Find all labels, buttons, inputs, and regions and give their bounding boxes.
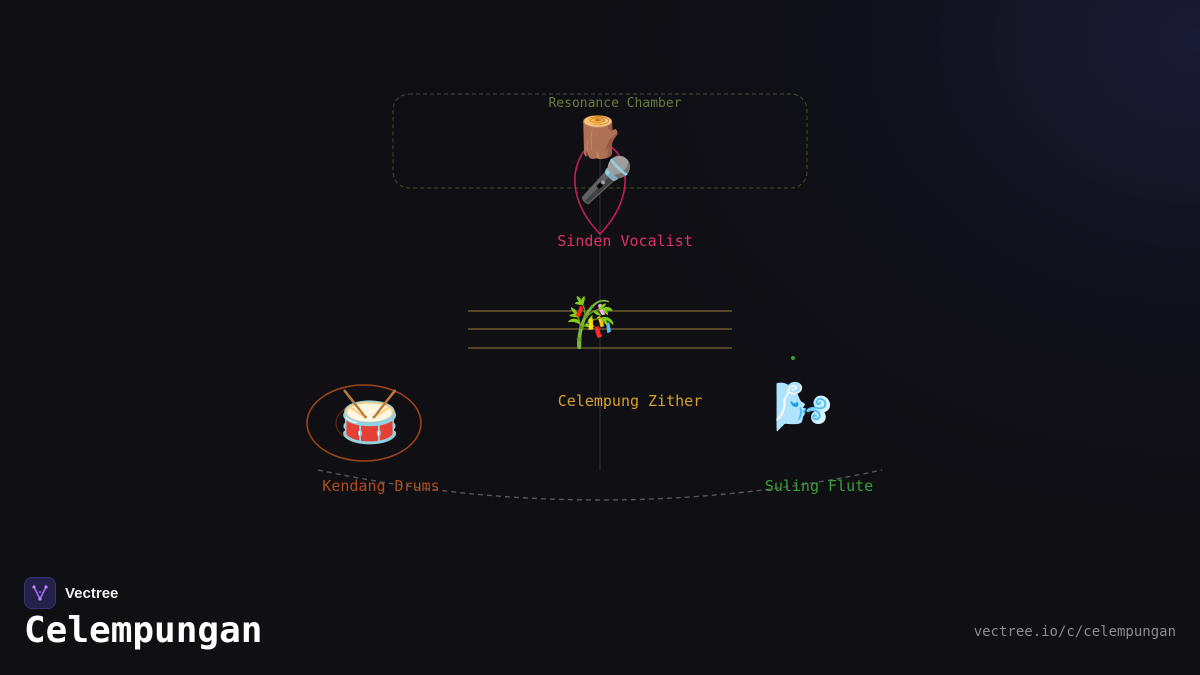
kendang-inner-ring	[335, 403, 393, 443]
kendang-outer-ring	[306, 384, 422, 462]
wind-icon: 🌬️	[773, 379, 833, 435]
sinden-teardrop	[574, 143, 626, 236]
wood-log-icon: 🪵	[574, 115, 624, 161]
vectree-logo-icon	[24, 577, 56, 609]
celempung-zither-label: Celempung Zither	[557, 392, 703, 410]
brand[interactable]: Vectree	[24, 577, 118, 609]
suling-flute-label: Suling Flute	[764, 477, 874, 495]
brand-name: Vectree	[65, 584, 119, 602]
suling-dot	[791, 356, 795, 360]
microphone-icon: 🎤	[578, 155, 634, 206]
bamboo-icon: 🎋	[561, 295, 621, 351]
resonance-chamber-box	[392, 93, 808, 189]
kendang-drums-label: Kendang Drums	[322, 477, 440, 495]
resonance-chamber-label: Resonance Chamber	[548, 96, 682, 111]
page-title: Celempungan	[24, 610, 263, 651]
sinden-vocalist-label: Sinden Vocalist	[557, 232, 693, 250]
drum-icon: 🥁	[338, 388, 402, 446]
bottom-arc	[317, 469, 883, 501]
page-url[interactable]: vectree.io/c/celempungan	[973, 624, 1176, 640]
